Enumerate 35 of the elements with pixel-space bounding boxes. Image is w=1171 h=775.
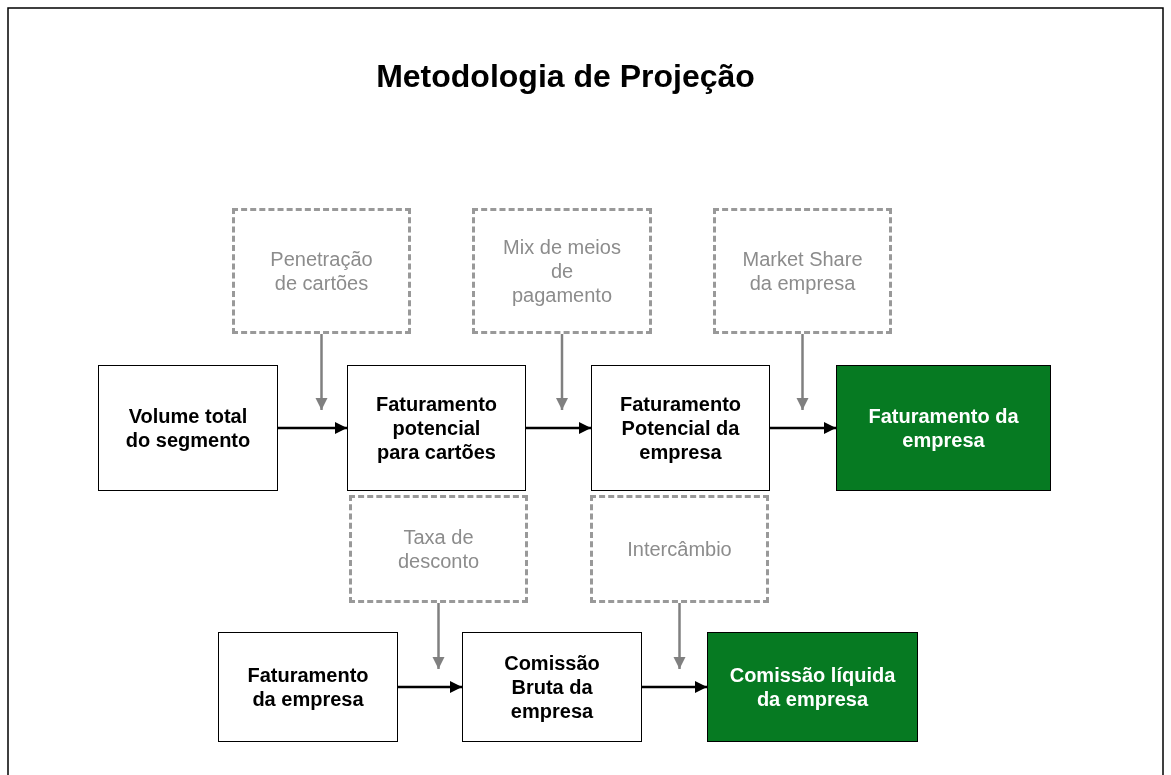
box-label: Faturamento potencial para cartões — [374, 392, 499, 464]
result-box — [707, 632, 918, 742]
arrow — [770, 421, 836, 435]
arrow — [398, 680, 462, 694]
box-label: Market Share da empresa — [741, 247, 864, 295]
box-label: Mix de meios de pagamento — [502, 235, 622, 307]
arrow — [432, 603, 445, 669]
input-factor-box — [472, 208, 652, 334]
box-label: Taxa de desconto — [396, 525, 481, 573]
result-box — [836, 365, 1051, 491]
arrow — [642, 680, 707, 694]
box-label: Volume total do segmento — [124, 404, 252, 452]
arrow — [526, 421, 591, 435]
process-box — [591, 365, 770, 491]
process-box — [462, 632, 642, 742]
box-label: Penetração de cartões — [269, 247, 374, 295]
box-label: Comissão líquida da empresa — [728, 663, 897, 711]
input-factor-box — [349, 495, 528, 603]
arrow — [796, 334, 809, 410]
arrow — [673, 603, 686, 669]
box-label: Faturamento da empresa — [246, 663, 370, 711]
arrow — [278, 421, 347, 435]
title: Metodologia de Projeção — [375, 58, 756, 95]
arrow — [315, 334, 328, 410]
box-label: Faturamento da empresa — [867, 404, 1020, 452]
arrow — [555, 334, 569, 410]
process-box — [98, 365, 278, 491]
box-label: Intercâmbio — [627, 537, 732, 561]
process-box — [347, 365, 526, 491]
process-box — [218, 632, 398, 742]
input-factor-box — [713, 208, 892, 334]
input-factor-box — [590, 495, 769, 603]
box-label: Comissão Bruta da empresa — [503, 651, 601, 723]
box-label: Faturamento Potencial da empresa — [618, 392, 743, 464]
input-factor-box — [232, 208, 411, 334]
